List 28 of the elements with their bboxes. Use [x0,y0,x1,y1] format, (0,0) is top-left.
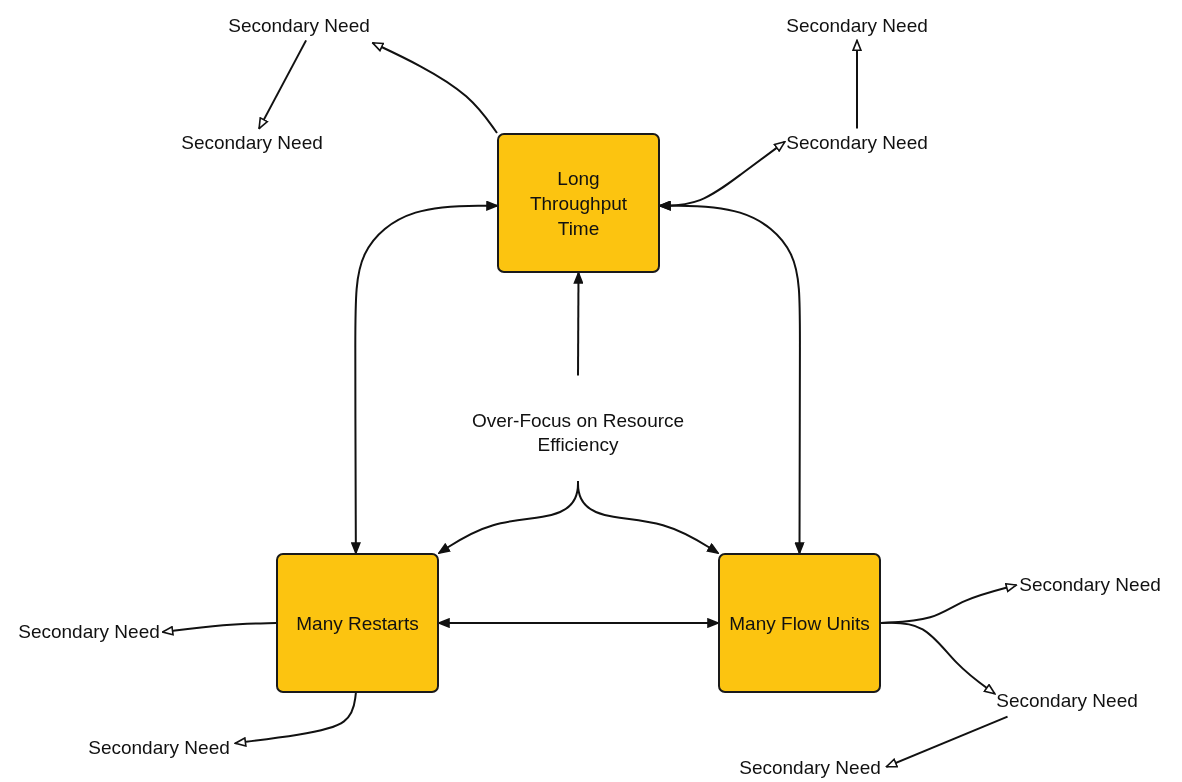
arrow [880,621,996,695]
arrow [234,692,357,747]
arrow [438,618,719,628]
arrow [161,622,277,636]
process-box [276,553,439,693]
need-label: Secondary Need [228,14,370,38]
arrow [577,480,719,554]
arrow [258,39,308,130]
need-label: Secondary Need [786,14,928,38]
arrow [351,200,498,554]
need-label: Secondary Need [181,131,323,155]
need-label: Secondary Need [18,620,160,644]
process-box [497,133,660,273]
process-box [718,553,881,693]
need-label: Over-Focus on Resource Efficiency [453,409,703,457]
arrow [371,41,498,134]
arrow [573,272,584,377]
need-label: Secondary Need [88,736,230,760]
need-label: Secondary Need [996,689,1138,713]
need-label: Secondary Need [1019,573,1161,597]
box-label: Many Flow Units [729,611,870,636]
box-label: Long Throughput Time [528,166,629,241]
arrow [885,715,1009,768]
arrow [852,39,862,130]
arrow [659,200,805,554]
box-label: Many Restarts [296,611,419,636]
need-label: Secondary Need [786,131,928,155]
need-label: Secondary Need [739,756,881,780]
